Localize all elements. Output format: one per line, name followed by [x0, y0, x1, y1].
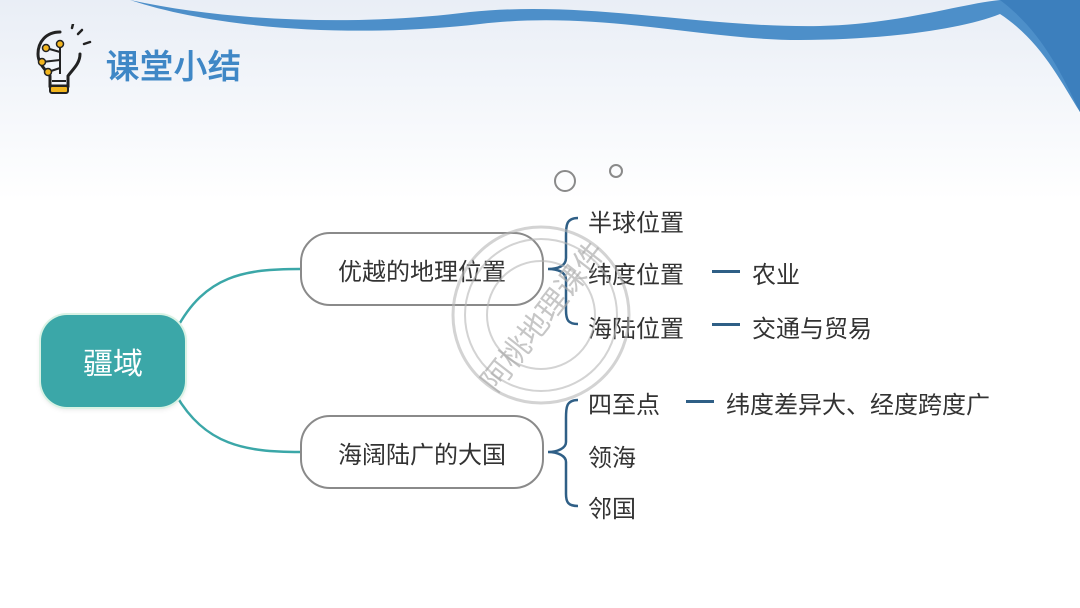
leaf-neighboring-countries: 邻国 — [588, 495, 636, 523]
root-node: 疆域 — [41, 315, 185, 407]
background-wave — [0, 0, 1080, 200]
branch-label: 优越的地理位置 — [338, 257, 506, 286]
branch-label: 海阔陆广的大国 — [338, 440, 506, 469]
leaf-connector — [712, 323, 740, 326]
connector-root-branch-2 — [174, 394, 301, 454]
bracket-branch-2 — [547, 398, 579, 508]
bracket-branch-1 — [547, 216, 579, 326]
leaf-sea-land-position: 海陆位置 — [588, 315, 684, 343]
detail-latitude-longitude-span: 纬度差异大、经度跨度广 — [726, 391, 990, 419]
lightbulb-brain-icon — [36, 24, 92, 94]
leaf-territorial-sea: 领海 — [588, 444, 636, 472]
connector-root-branch-1 — [174, 267, 301, 331]
page-title: 课堂小结 — [106, 47, 242, 86]
leaf-connector — [686, 400, 714, 403]
leaf-hemisphere-position: 半球位置 — [588, 209, 684, 237]
branch-node-2: 海阔陆广的大国 — [300, 415, 544, 489]
leaf-extreme-points: 四至点 — [588, 391, 660, 419]
leaf-latitude-position: 纬度位置 — [588, 261, 684, 289]
leaf-connector — [712, 270, 740, 273]
branch-node-1: 优越的地理位置 — [300, 232, 544, 306]
root-label: 疆域 — [83, 347, 143, 382]
detail-agriculture: 农业 — [752, 261, 800, 289]
detail-transport-trade: 交通与贸易 — [752, 315, 872, 343]
